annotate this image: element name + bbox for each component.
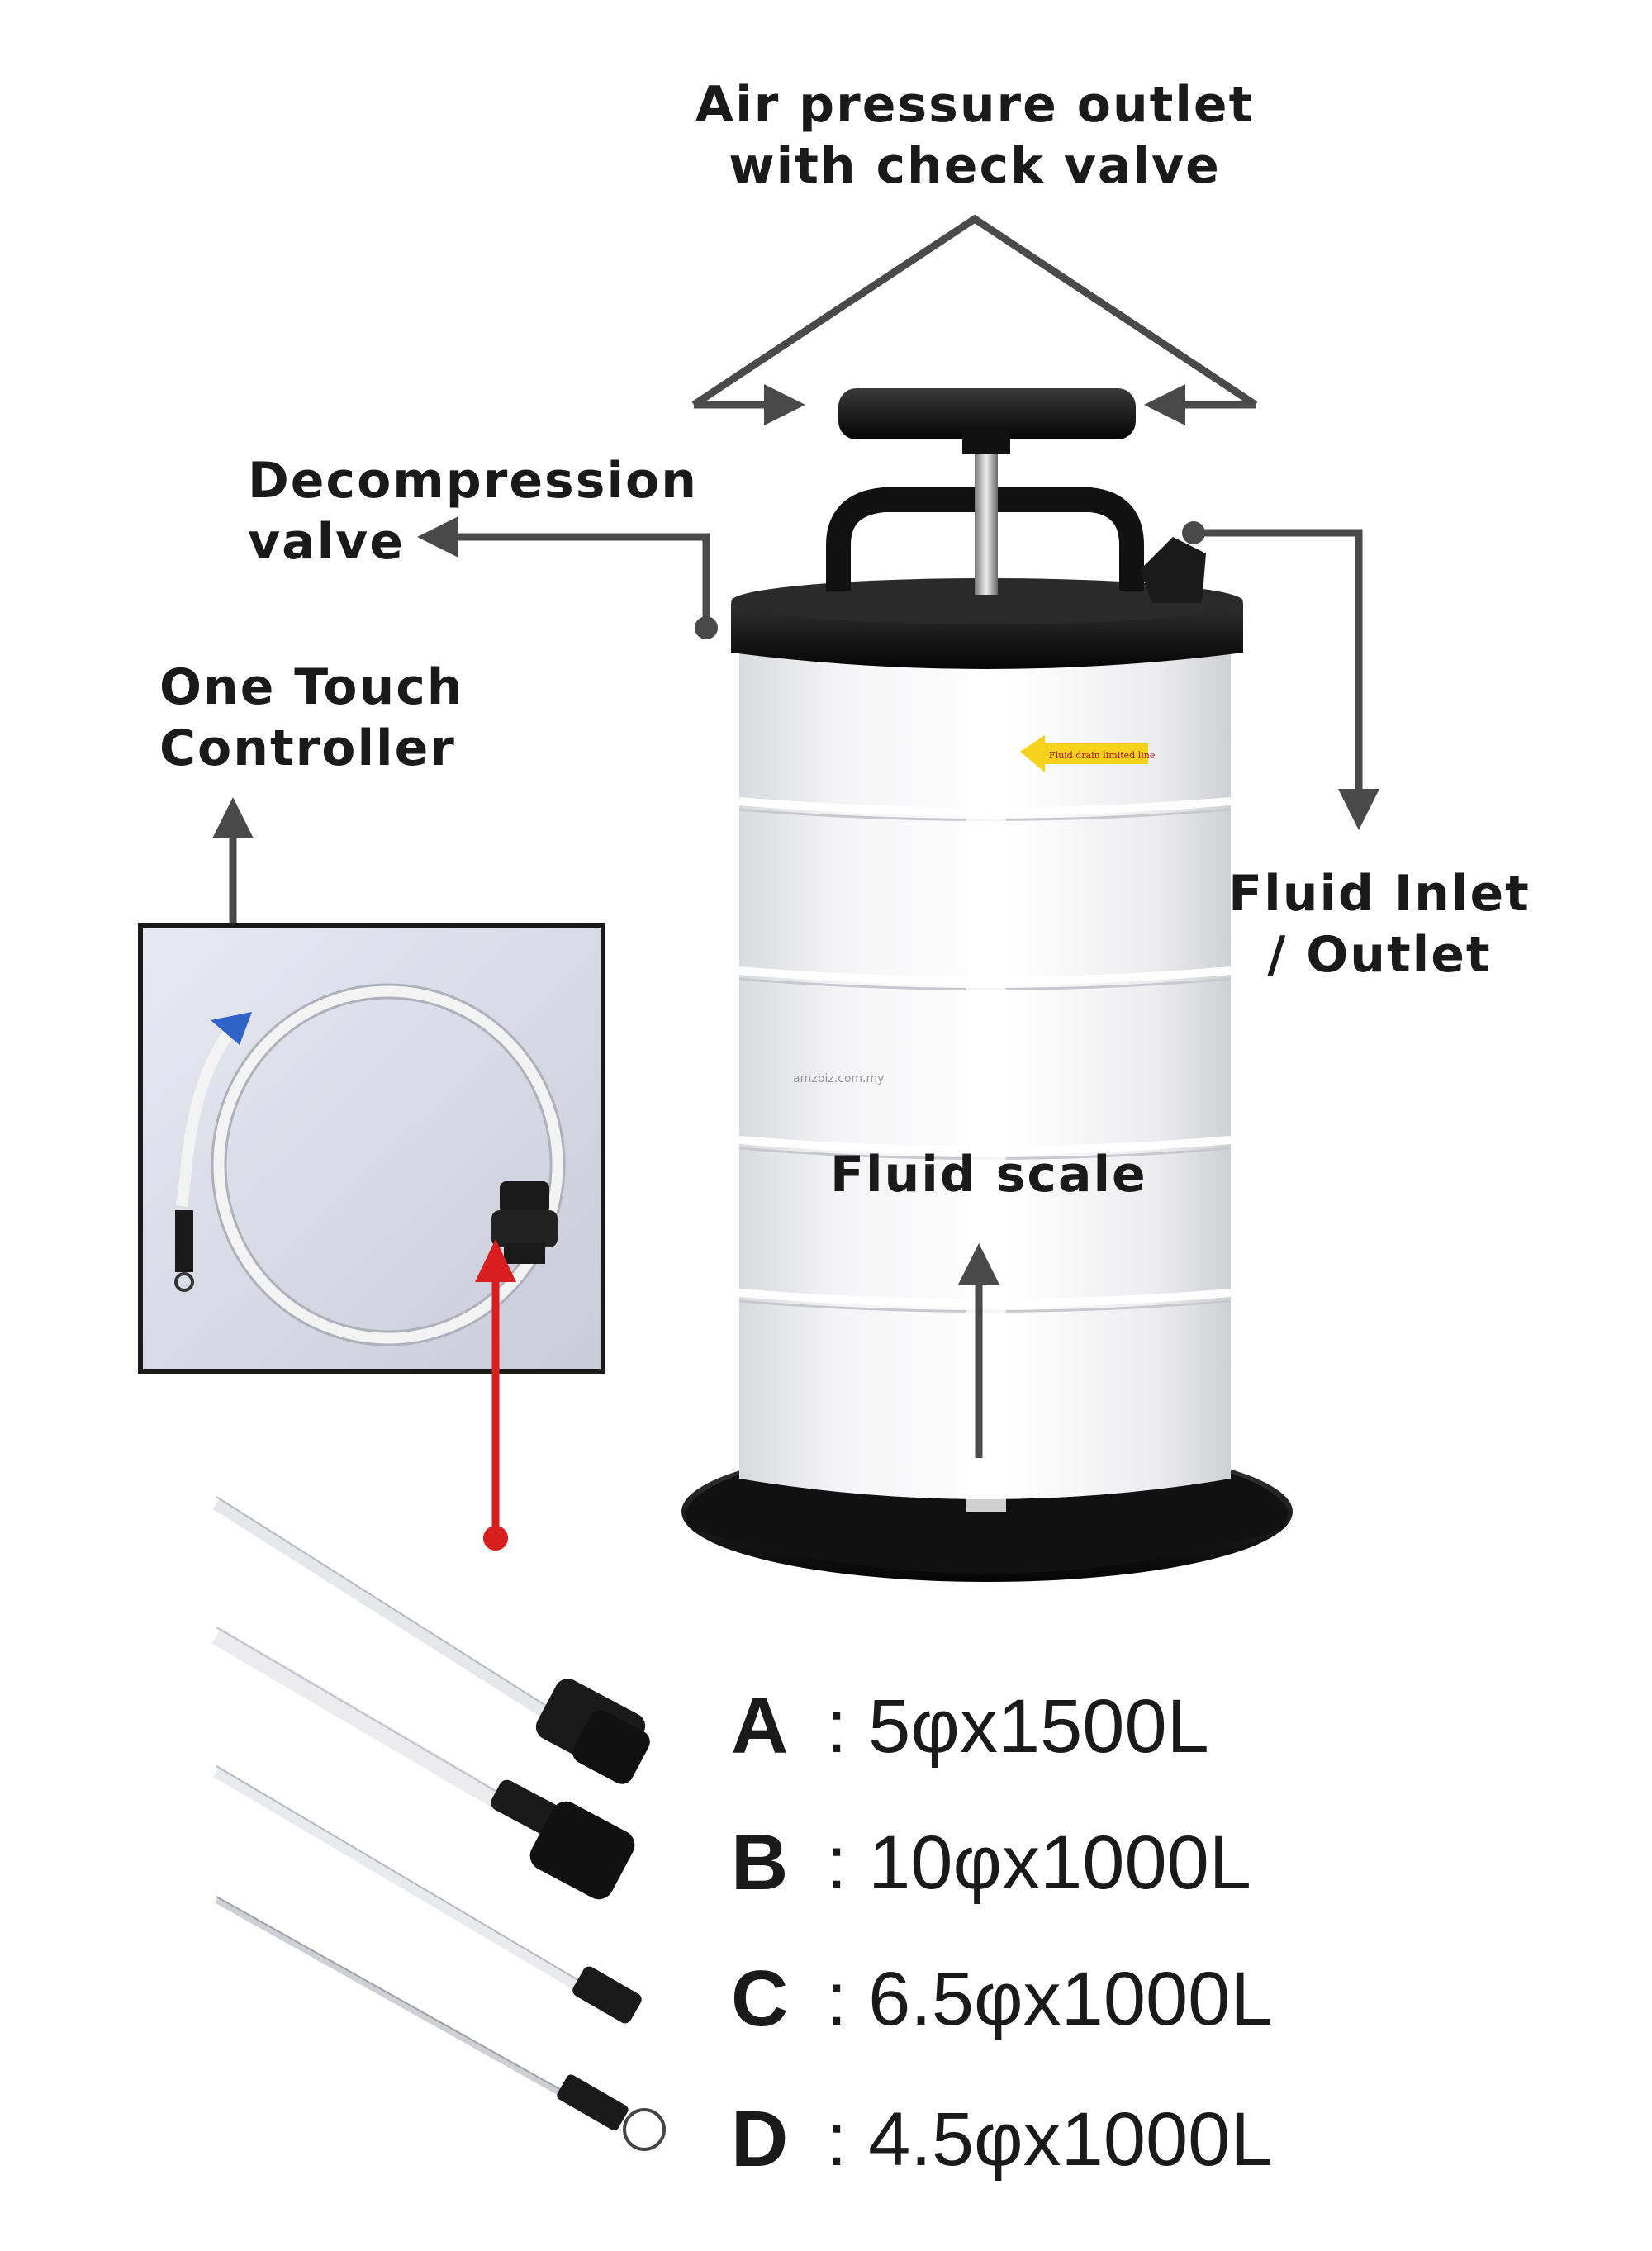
fluid-scale-label: Fluid scale xyxy=(830,1146,1147,1204)
hose-c xyxy=(213,1765,642,2024)
spec-b-letter: B xyxy=(731,1818,789,1907)
hose-connector-icon xyxy=(491,1181,558,1264)
sticker-text: Fluid drain limited line xyxy=(1049,750,1155,761)
one-touch-label-line2: Controller xyxy=(159,719,456,777)
decompression-leader xyxy=(450,533,710,624)
arrowhead-fluid-scale xyxy=(958,1243,999,1285)
spec-d-letter: D xyxy=(731,2095,789,2183)
fluid-scale-strip xyxy=(966,653,1006,1512)
arrowhead-right xyxy=(764,384,805,425)
fluid-inlet-leader xyxy=(1194,529,1363,793)
one-touch-label-line1: One Touch xyxy=(159,658,464,716)
coiled-hose xyxy=(176,985,563,1344)
spec-a-letter: A xyxy=(731,1682,789,1770)
one-touch-label: One Touch Controller xyxy=(159,657,463,779)
decompression-label-line1: Decompression xyxy=(248,452,698,510)
hose-d xyxy=(215,1896,666,2151)
pump-rod xyxy=(975,430,998,595)
fluid-inlet-nozzle xyxy=(1140,537,1206,603)
fluid-extractor-tank: Fluid drain limited line amzbiz.com.my xyxy=(681,388,1293,1582)
arrowhead-left xyxy=(1144,384,1185,425)
pump-t-handle xyxy=(838,388,1136,439)
arrowhead-decompression xyxy=(417,516,458,558)
hose-attachments xyxy=(211,1496,666,2151)
air-pressure-label-line1: Air pressure outlet xyxy=(695,76,1255,134)
decompression-dot xyxy=(695,616,718,639)
arrow-heads xyxy=(212,384,1379,1285)
spec-c-value: : 6.5φx1000L xyxy=(826,1957,1273,2041)
fluid-inlet-dot xyxy=(1182,521,1205,544)
hose-b xyxy=(211,1627,635,1900)
one-touch-controller-icon xyxy=(211,1012,252,1045)
air-pressure-label-line2: with check valve xyxy=(729,137,1221,195)
spec-c-letter: C xyxy=(731,1954,789,2043)
spec-a-value: : 5φx1500L xyxy=(826,1684,1209,1769)
arrowhead-one-touch xyxy=(212,797,254,838)
air-pressure-chevron xyxy=(691,214,1258,408)
air-pressure-label: Air pressure outlet with check valve xyxy=(677,74,1272,197)
fluid-inlet-label-line2: / Outlet xyxy=(1267,926,1492,984)
hose-a xyxy=(212,1496,650,1784)
fluid-inlet-label: Fluid Inlet / Outlet xyxy=(1214,863,1545,985)
hose-d-ring xyxy=(623,2108,666,2151)
annotation-arrows xyxy=(229,214,1363,1458)
red-arrow xyxy=(475,1239,516,1551)
controller-inset xyxy=(138,923,605,1374)
fluid-inlet-label-line1: Fluid Inlet xyxy=(1228,865,1531,923)
spec-b-value: : 10φx1000L xyxy=(826,1821,1251,1905)
spec-d-value: : 4.5φx1000L xyxy=(826,2097,1273,2182)
watermark-text: amzbiz.com.my xyxy=(793,1072,884,1085)
hose-end-tip xyxy=(175,1210,193,1272)
fluid-drain-sticker: Fluid drain limited line xyxy=(1020,735,1155,772)
decompression-label: Decompression valve xyxy=(248,450,698,572)
decompression-label-line2: valve xyxy=(248,513,405,571)
arrowhead-fluid-inlet xyxy=(1338,789,1379,830)
